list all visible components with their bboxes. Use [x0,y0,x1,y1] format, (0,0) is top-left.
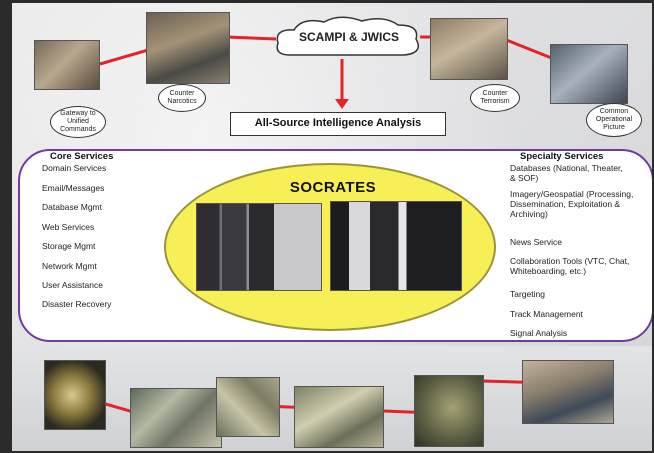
photo-aerial-city-2 [216,377,280,437]
specialty-item: Targeting [510,289,545,299]
cloud-label: SCAMPI & JWICS [298,30,399,44]
specialty-item: Track Management [510,309,583,319]
bubble-counter-terrorism: Counter Terrorism [470,84,520,112]
core-item: Domain Services [42,163,107,173]
core-item: Disaster Recovery [42,299,112,309]
core-item: User Assistance [42,280,103,290]
bubble-operational-picture: Common Operational Picture [586,103,642,137]
photo-server-racks-right [330,201,462,291]
bubble-gateway: Gateway to Unified Commands [50,106,106,138]
all-source-analysis-box: All-Source Intelligence Analysis [230,112,446,136]
photo-operational-picture [550,44,628,104]
photo-counter-narcotics [146,12,230,84]
socrates-title: SOCRATES [289,179,377,196]
cloud-icon [276,16,419,56]
photo-gateway-meeting [34,40,100,90]
specialty-services-heading: Specialty Services [520,151,604,162]
photo-aerial-city-1 [130,388,222,448]
photo-satellite-map [44,360,106,430]
core-item: Database Mgmt [42,202,102,212]
specialty-item: Imagery/Geospatial (Processing, Dissemin… [510,189,634,219]
core-item: Network Mgmt [42,261,97,271]
photo-aerial-terrain [414,375,484,447]
photo-server-racks-left [196,203,322,291]
specialty-item: News Service [510,237,562,247]
specialty-item: Databases (National, Theater, & SOF) [510,163,623,183]
photo-aerial-city-3 [294,386,384,448]
core-services-heading: Core Services [50,151,114,162]
specialty-item: Collaboration Tools (VTC, Chat, Whiteboa… [510,256,630,276]
photo-analysts [522,360,614,424]
specialty-item: Signal Analysis [510,328,568,338]
core-item: Email/Messages [42,183,105,193]
bubble-counter-narcotics: Counter Narcotics [158,84,206,112]
core-item: Storage Mgmt [42,241,96,251]
slide: SCAMPI & JWICS Gateway to Unified Comman… [12,3,652,451]
core-item: Web Services [42,222,95,232]
photo-counter-terrorism [430,18,508,80]
